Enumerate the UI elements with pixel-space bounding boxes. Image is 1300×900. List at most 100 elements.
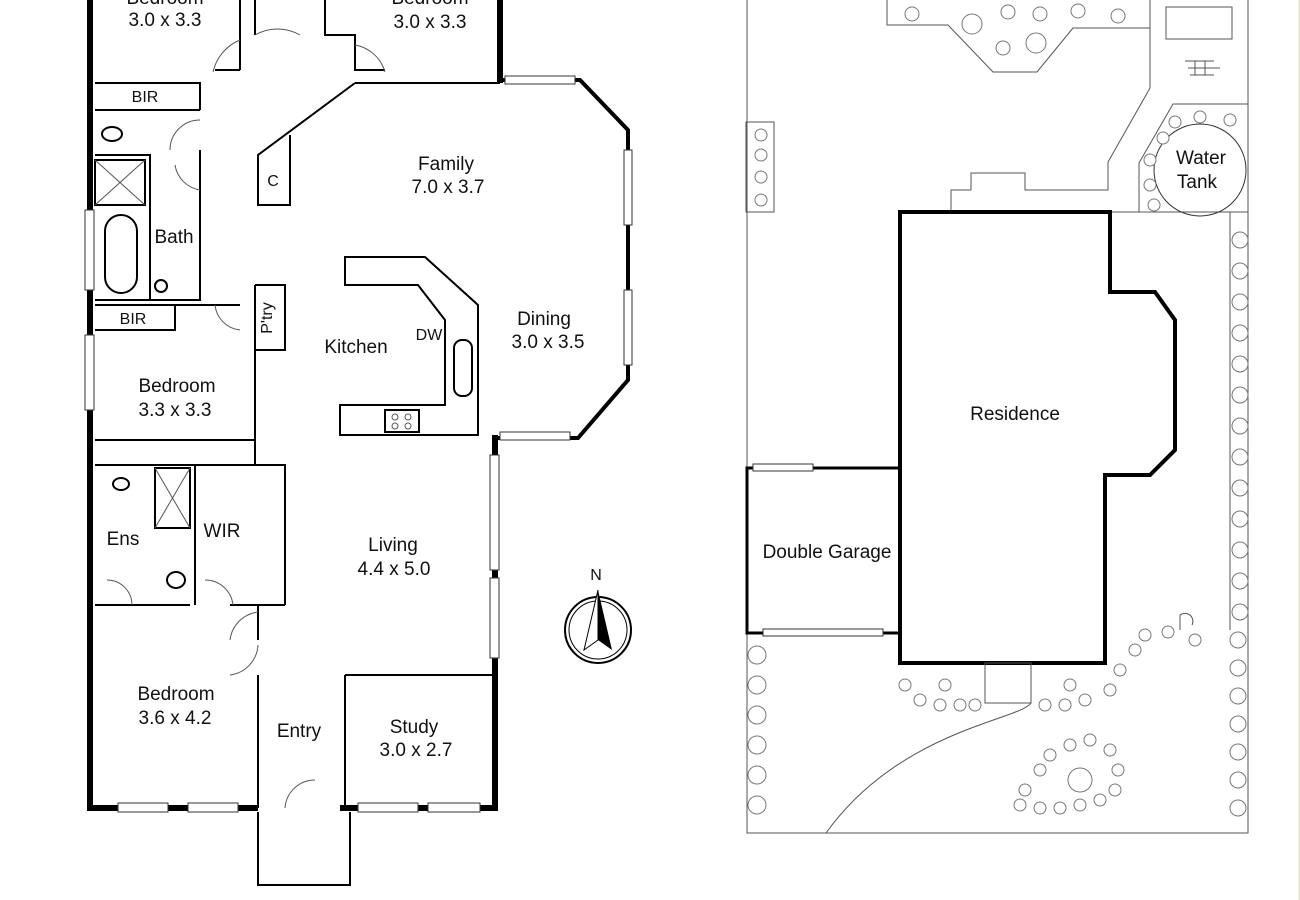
- bathtub-icon: [104, 214, 138, 294]
- room-cupboard: C: [267, 173, 279, 190]
- room-size: 3.0 x 3.3: [129, 10, 202, 31]
- room-size: 4.4 x 5.0: [358, 559, 431, 580]
- shrub-icon: [1231, 293, 1249, 311]
- shrub-icon: [1033, 763, 1047, 777]
- shrub-icon: [754, 148, 768, 162]
- shrub-icon: [953, 698, 967, 712]
- dishwasher-label: DW: [416, 327, 444, 344]
- shrub-icon: [1103, 743, 1117, 757]
- window: [187, 802, 239, 813]
- shrub-icon: [933, 698, 947, 712]
- shrub-icon: [1156, 131, 1170, 145]
- shrub-icon: [1229, 659, 1247, 677]
- window: [84, 334, 95, 411]
- room-size: 3.3 x 3.3: [139, 400, 212, 421]
- driveway-edge: [825, 702, 1032, 834]
- ensuite-shower-icon: [154, 467, 191, 529]
- shrub-icon: [1000, 4, 1016, 20]
- shrub-icon: [747, 795, 767, 815]
- room-kitchen: Kitchen: [324, 337, 387, 358]
- room-name: Bedroom: [126, 0, 203, 9]
- bbq-brick-icon: [1185, 60, 1220, 76]
- shrub-icon: [1103, 683, 1117, 697]
- shrub-icon: [995, 40, 1011, 56]
- shrub-icon: [1108, 783, 1122, 797]
- shrub-icon: [1147, 198, 1161, 212]
- window: [117, 802, 169, 813]
- shrub-icon: [1073, 798, 1087, 812]
- shrub-icon: [1231, 324, 1249, 342]
- shrub-icon: [1229, 743, 1247, 761]
- room-pantry: P'try: [259, 302, 276, 334]
- porch: [257, 812, 351, 886]
- shrub-icon: [754, 128, 768, 142]
- shrub-icon: [1058, 698, 1072, 712]
- shrub-icon: [961, 13, 983, 35]
- room-size: 3.6 x 4.2: [139, 708, 212, 729]
- shrub-icon: [1231, 386, 1249, 404]
- garage-label: Double Garage: [763, 542, 892, 563]
- shrub-icon: [1025, 32, 1047, 54]
- shrub-icon: [1231, 448, 1249, 466]
- room-size: 3.0 x 3.3: [394, 12, 467, 33]
- shrub-icon: [1143, 153, 1157, 167]
- shrub-icon: [1083, 733, 1097, 747]
- window: [489, 454, 500, 571]
- room-bath: Bath: [154, 227, 193, 248]
- shrub-icon: [1188, 633, 1202, 647]
- room-name: Bedroom: [138, 376, 215, 397]
- shrub-icon: [968, 698, 982, 712]
- room-size: 7.0 x 3.7: [412, 177, 485, 198]
- shrub-icon: [1229, 715, 1247, 733]
- shrub-icon: [1231, 231, 1249, 249]
- shrub-icon: [747, 735, 767, 755]
- shrub-icon: [904, 6, 920, 22]
- shrub-icon: [747, 675, 767, 695]
- room-name: Dining: [517, 309, 571, 330]
- shrub-icon: [1043, 748, 1057, 762]
- window: [623, 289, 633, 366]
- shrub-icon: [1128, 643, 1142, 657]
- shrub-icon: [938, 678, 952, 692]
- basin-icon: [154, 279, 168, 293]
- water-tank-label-line1: Water: [1176, 148, 1227, 169]
- window: [84, 209, 95, 291]
- floor-plan: Bedroom 3.0 x 3.3 Bedroom 3.0 x 3.3 BIR …: [84, 0, 633, 886]
- shrub-icon: [1143, 178, 1157, 192]
- room-bir-top: BIR: [132, 89, 159, 106]
- shrub-icon: [898, 678, 912, 692]
- shrub-icon: [1193, 110, 1207, 124]
- garage-door: [762, 628, 884, 637]
- ensuite-basin-icon: [112, 477, 130, 491]
- shrub-icon: [1038, 698, 1052, 712]
- shrub-icon: [1033, 801, 1047, 815]
- shrub-icon: [1231, 603, 1249, 621]
- shrub-icon: [1229, 631, 1247, 649]
- shrub-icon: [747, 645, 767, 665]
- garden-bed: [745, 121, 775, 213]
- shrub-icon: [1018, 783, 1032, 797]
- shrub-icon: [1231, 541, 1249, 559]
- window: [623, 149, 633, 226]
- ensuite-toilet-icon: [166, 571, 186, 589]
- garage-window: [752, 463, 814, 472]
- kitchen-counter: [339, 256, 479, 436]
- room-name: Bedroom: [391, 0, 468, 9]
- shrub-icon: [1063, 678, 1077, 692]
- residence-label: Residence: [970, 404, 1060, 425]
- window: [504, 75, 576, 85]
- shrub-icon: [1078, 693, 1092, 707]
- outdoor-table: [1165, 6, 1233, 40]
- site-boundary: [746, 0, 1249, 834]
- residence-outline: [898, 210, 1177, 665]
- room-size: 3.0 x 3.5: [512, 332, 585, 353]
- room-entry: Entry: [277, 721, 322, 742]
- site-plan: Water Tank Residence Double Garage: [745, 0, 1300, 900]
- room-wir: WIR: [204, 521, 241, 542]
- window: [357, 802, 419, 813]
- room-ensuite: Ens: [107, 529, 140, 550]
- garden-bed-top: [886, 0, 1151, 73]
- shrub-icon: [1229, 771, 1247, 789]
- shrub-icon: [747, 765, 767, 785]
- shrub-icon: [1063, 738, 1077, 752]
